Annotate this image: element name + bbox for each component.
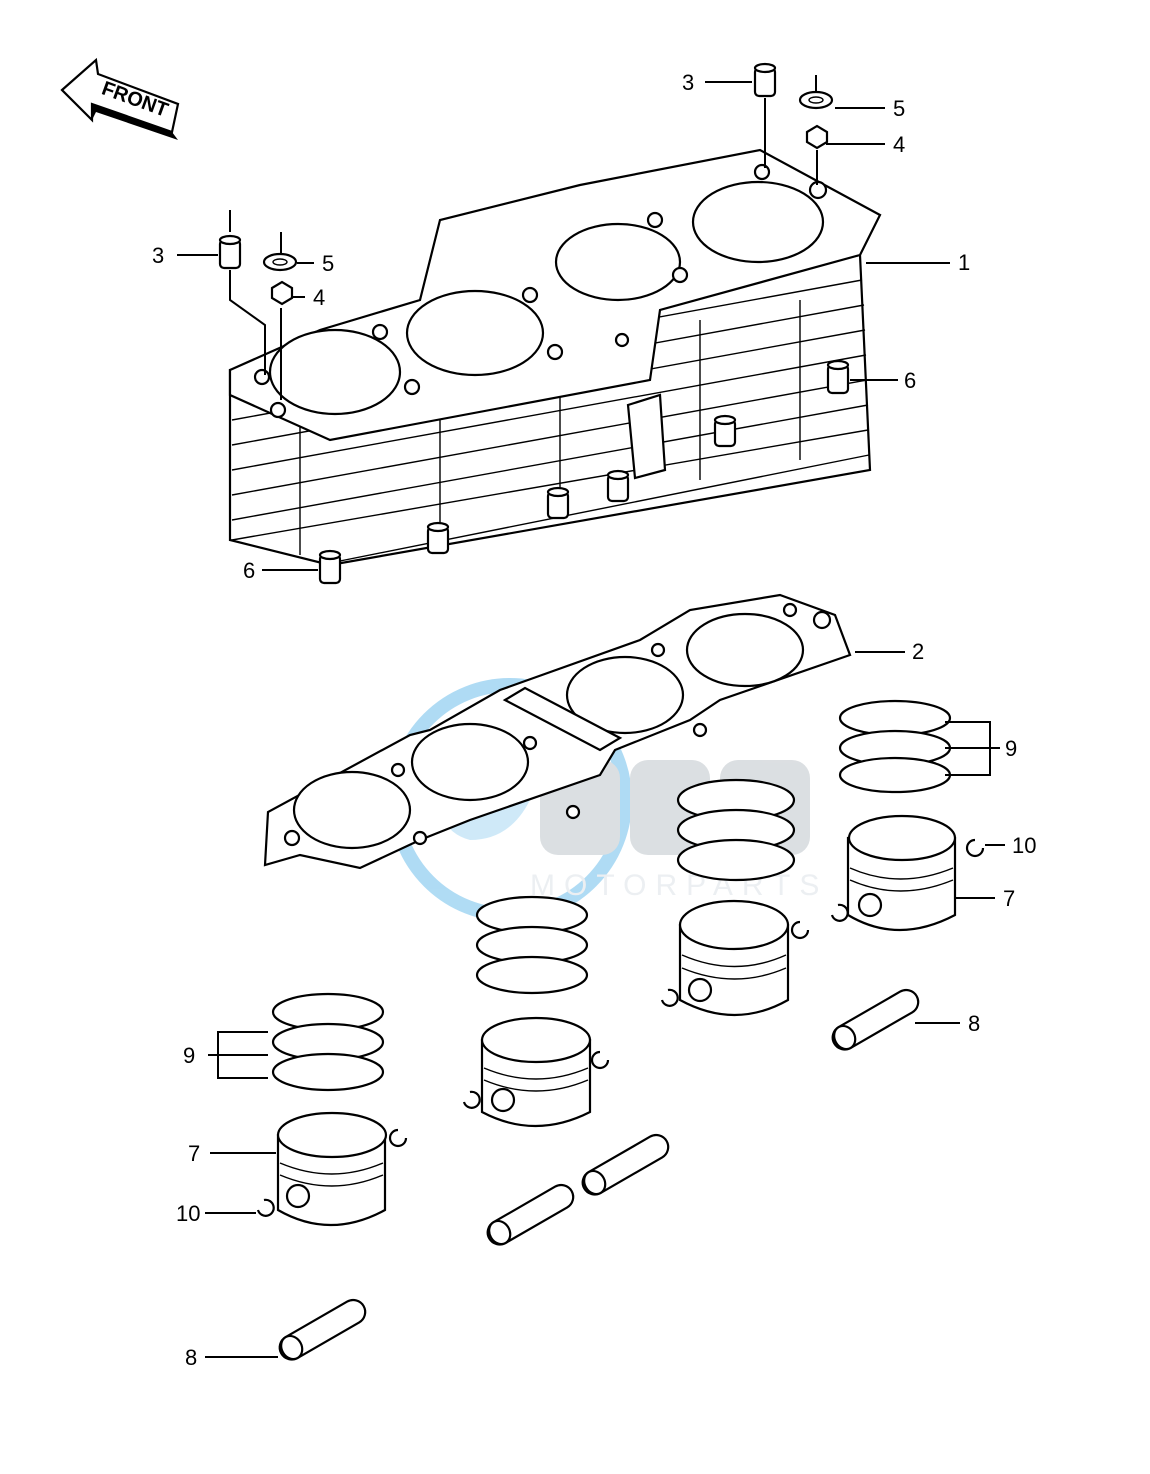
callout-10-left: 10 <box>176 1201 200 1226</box>
ring-set-a <box>838 699 952 794</box>
callout-10-right: 10 <box>1012 833 1036 858</box>
circlips <box>256 838 985 1217</box>
cylinder-block <box>228 148 882 567</box>
leader-lines <box>177 81 1005 1358</box>
piston-b <box>678 899 790 1016</box>
piston-pins <box>278 988 920 1361</box>
ring-set-c <box>475 895 589 995</box>
right-fasteners <box>753 62 834 185</box>
piston-c <box>480 1016 592 1127</box>
callout-6-left: 6 <box>243 558 255 583</box>
callout-6-right: 6 <box>904 368 916 393</box>
callout-8-right: 8 <box>968 1011 980 1036</box>
callout-7-left: 7 <box>188 1141 200 1166</box>
front-arrow-icon: FRONT <box>60 57 180 140</box>
piston-a <box>846 814 957 931</box>
callout-2: 2 <box>912 639 924 664</box>
callout-4-left: 4 <box>313 285 325 310</box>
left-fasteners <box>218 210 298 400</box>
callout-9-left: 9 <box>183 1043 195 1068</box>
callout-3-left: 3 <box>152 243 164 268</box>
piston-rings <box>271 699 952 1092</box>
dowel-pins <box>318 359 850 585</box>
callout-4-top: 4 <box>893 132 905 157</box>
callout-7-right: 7 <box>1003 886 1015 911</box>
callout-8-left: 8 <box>185 1345 197 1370</box>
ring-set-b <box>676 778 796 882</box>
watermark-text: MOTORPARTS <box>530 869 828 902</box>
callout-5-top: 5 <box>893 96 905 121</box>
callout-5-left: 5 <box>322 251 334 276</box>
callout-labels: 1 2 3 3 4 4 5 5 6 6 7 7 8 8 9 9 10 10 <box>152 70 1036 1370</box>
callout-9-right: 9 <box>1005 736 1017 761</box>
callout-1: 1 <box>958 250 970 275</box>
callout-3-top: 3 <box>682 70 694 95</box>
pistons <box>276 814 957 1226</box>
piston-d <box>276 1111 388 1226</box>
head-gasket <box>263 593 852 870</box>
ring-set-d <box>271 992 385 1092</box>
